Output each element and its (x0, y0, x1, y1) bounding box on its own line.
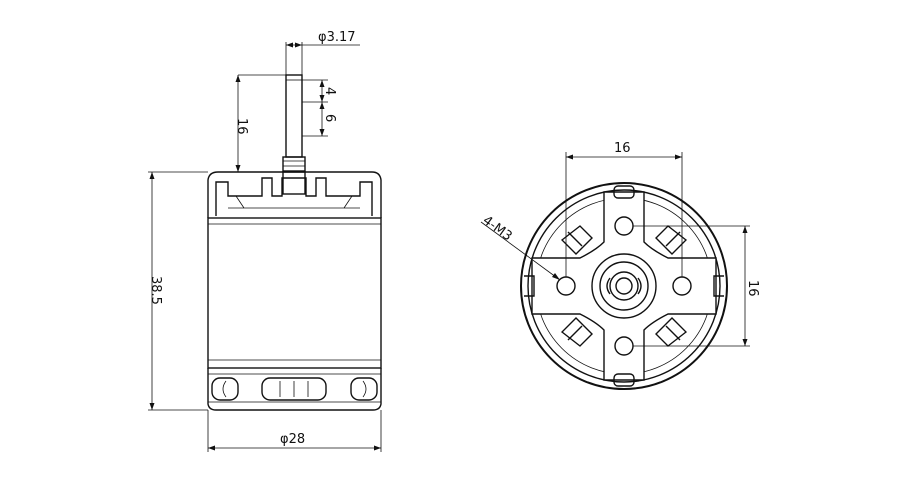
label-hole-spacing-vertical: 16 (745, 280, 760, 297)
top-bell (207, 171, 382, 218)
label-shaft-step-a: 4 (322, 87, 337, 95)
shaft (282, 74, 306, 172)
label-shaft-length: 16 (234, 118, 249, 135)
bottom-base (207, 368, 382, 411)
outer-rim (520, 182, 728, 390)
label-hole-spacing-horizontal: 16 (614, 141, 631, 156)
front-view: 16 16 4-M3 (480, 141, 760, 390)
label-mount-holes: 4-M3 (480, 213, 515, 244)
label-body-height: 38.5 (148, 276, 163, 305)
dim-shaft-length: 16 (234, 74, 286, 173)
shaft-collar (282, 156, 306, 172)
label-shaft-step-b: 6 (322, 114, 337, 122)
mount-cross (531, 191, 717, 381)
dim-shaft-diameter: φ3.17 (285, 30, 360, 75)
dim-hole-spacing-vertical: 16 (633, 225, 760, 347)
motor-can (207, 217, 382, 369)
dim-body-height: 38.5 (148, 171, 208, 411)
can-body (207, 217, 382, 369)
dim-shaft-flat: 4 6 (302, 79, 337, 137)
shaft-body (285, 74, 303, 158)
label-shaft-diameter: φ3.17 (318, 30, 356, 45)
center-hub (591, 253, 657, 319)
dim-body-diameter: φ28 (207, 410, 382, 452)
side-view: φ3.17 4 6 16 (148, 30, 382, 452)
shaft-bore (615, 277, 633, 295)
label-body-diameter: φ28 (280, 432, 305, 447)
inner-rim (527, 189, 721, 383)
dim-hole-spacing-horizontal: 16 (565, 141, 683, 277)
